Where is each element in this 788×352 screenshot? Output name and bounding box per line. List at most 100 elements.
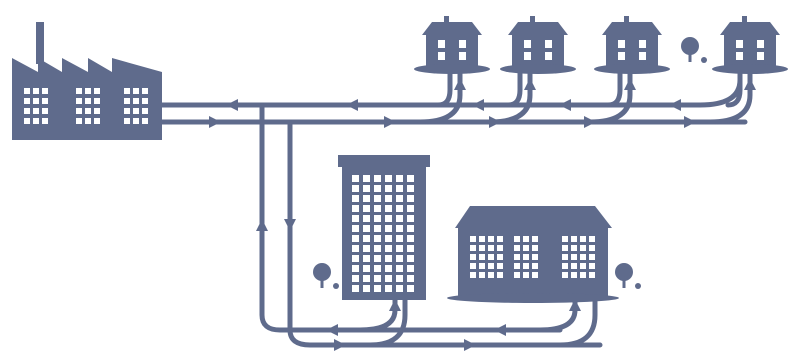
tree-crown	[313, 263, 331, 281]
tree-trunk	[320, 278, 324, 288]
house-return-branch	[435, 67, 453, 108]
house-supply-branch	[417, 67, 463, 125]
window	[580, 236, 586, 242]
window	[488, 272, 494, 278]
window	[524, 52, 531, 60]
window	[363, 225, 370, 232]
window	[352, 175, 359, 182]
window	[42, 88, 48, 94]
arrow-icon	[209, 116, 221, 128]
ground-shadow	[594, 64, 670, 74]
window	[479, 254, 485, 260]
window	[352, 245, 359, 252]
window	[407, 215, 414, 222]
window	[407, 195, 414, 202]
window	[374, 235, 381, 242]
window	[514, 263, 520, 269]
window	[385, 235, 392, 242]
window	[24, 118, 30, 124]
window	[497, 254, 503, 260]
window	[524, 40, 531, 48]
window	[571, 236, 577, 242]
window	[94, 88, 100, 94]
tree-crown	[681, 37, 699, 55]
house-chimney	[742, 16, 747, 24]
window	[514, 272, 520, 278]
window	[580, 272, 586, 278]
window	[374, 225, 381, 232]
tower-cap	[338, 155, 430, 167]
window	[736, 40, 743, 48]
window	[76, 88, 82, 94]
window	[497, 263, 503, 269]
ground-shadow	[414, 64, 490, 74]
window	[363, 175, 370, 182]
arrow-icon	[524, 78, 536, 90]
window	[363, 235, 370, 242]
window	[523, 236, 529, 242]
window	[42, 98, 48, 104]
arrow-icon	[226, 99, 238, 111]
window	[124, 98, 130, 104]
window	[133, 108, 139, 114]
house-icon	[414, 16, 490, 74]
window	[396, 235, 403, 242]
window	[523, 263, 529, 269]
window	[459, 40, 466, 48]
tree-crown	[615, 263, 633, 281]
window	[374, 285, 381, 292]
window	[33, 108, 39, 114]
office-roof	[455, 206, 612, 228]
return-down	[259, 102, 423, 333]
window	[523, 245, 529, 251]
arrow-icon	[624, 78, 636, 90]
window	[363, 195, 370, 202]
window	[24, 98, 30, 104]
window	[545, 40, 552, 48]
window	[757, 40, 764, 48]
window	[142, 98, 148, 104]
window	[396, 185, 403, 192]
window	[352, 225, 359, 232]
window	[532, 263, 538, 269]
window	[571, 272, 577, 278]
bush	[701, 57, 707, 63]
window	[580, 263, 586, 269]
arrow-icon	[669, 99, 681, 111]
tree-trunk	[622, 278, 626, 288]
flow-arrows	[209, 78, 756, 351]
arrow-icon	[684, 116, 696, 128]
house-chimney	[444, 16, 449, 24]
house-supply-branch	[487, 67, 533, 125]
arrow-icon	[284, 219, 296, 231]
window	[76, 118, 82, 124]
house-chimney	[530, 16, 535, 24]
window	[407, 175, 414, 182]
window	[736, 52, 743, 60]
window	[589, 263, 595, 269]
window	[438, 52, 445, 60]
arrow-icon	[454, 78, 466, 90]
window	[363, 205, 370, 212]
window	[33, 118, 39, 124]
arrow-icon	[326, 324, 338, 336]
window	[24, 108, 30, 114]
bush	[333, 283, 339, 289]
window	[639, 52, 646, 60]
window	[385, 275, 392, 282]
window	[396, 265, 403, 272]
house-icon	[500, 16, 576, 74]
window	[363, 275, 370, 282]
window	[385, 265, 392, 272]
building-icons	[12, 16, 788, 303]
window	[514, 254, 520, 260]
window	[352, 285, 359, 292]
window	[589, 254, 595, 260]
window	[133, 98, 139, 104]
window	[571, 245, 577, 251]
supply-down	[287, 119, 603, 348]
office-supply-branch	[557, 292, 598, 348]
tree-icon	[615, 263, 641, 289]
